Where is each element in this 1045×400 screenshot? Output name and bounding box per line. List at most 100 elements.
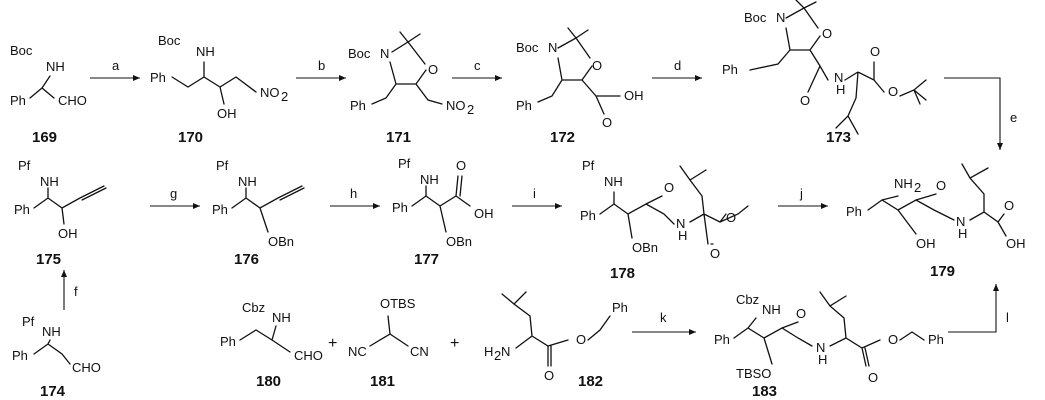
atom-label: Boc	[348, 46, 371, 61]
atom-label: OBn	[632, 240, 658, 255]
atom-label: OH	[474, 206, 494, 221]
compound-175: Pf NH Ph OH 175	[14, 158, 107, 268]
compound-label: 170	[178, 129, 203, 146]
compound-170: Boc NH Ph NO 2 OH 170	[150, 33, 288, 146]
atom-label: O	[456, 158, 466, 173]
atom-label: H	[678, 228, 687, 243]
atom-label: Ph	[220, 334, 236, 349]
atom-label: OH	[916, 236, 936, 251]
compound-177: Pf NH Ph OH O OBn 177	[392, 156, 494, 268]
compound-label: 183	[752, 383, 777, 400]
compound-178: Pf NH Ph O N H O O OBn 178	[580, 158, 749, 282]
atom-label: N	[956, 214, 965, 229]
atom-label: NH	[272, 310, 291, 325]
compound-label: 175	[36, 251, 61, 268]
atom-label: NH	[604, 174, 623, 189]
compound-label: 172	[550, 129, 575, 146]
compound-173: Boc N O Ph O N H O O 173	[722, 0, 927, 146]
step-label: c	[474, 58, 481, 73]
compound-label: 178	[610, 265, 635, 282]
atom-label: O	[602, 115, 612, 130]
compound-label: 180	[256, 373, 281, 390]
atom-label: Ph	[722, 62, 738, 77]
atom-label: O	[544, 368, 554, 383]
step-arrow	[948, 284, 999, 333]
step-label: e	[1010, 110, 1017, 125]
atom-label: NH	[46, 59, 65, 74]
atom-label: Boc	[10, 43, 33, 58]
atom-label: Ph	[846, 204, 862, 219]
atom-label: O	[710, 246, 720, 261]
atom-label: N	[816, 340, 825, 355]
atom-label: O	[800, 93, 810, 108]
atom-label: N	[676, 216, 685, 231]
atom-label: O	[888, 84, 898, 99]
atom-label: Ph	[14, 202, 30, 217]
compound-label: 174	[40, 383, 66, 400]
atom-label: CN	[410, 344, 429, 359]
atom-label: NC	[348, 344, 367, 359]
atom-label: Pf	[22, 314, 35, 329]
compound-172: Boc N O Ph OH O 172	[516, 27, 644, 146]
atom-label: OH	[58, 226, 78, 241]
atom-label: N	[834, 70, 843, 85]
atom-label: Boc	[516, 40, 539, 55]
atom-label: N	[548, 40, 557, 55]
atom-label: Pf	[216, 158, 229, 173]
compound-label: 173	[826, 129, 851, 146]
atom-label: O	[870, 44, 880, 59]
atom-label: Ph	[10, 93, 26, 108]
compound-171: Boc N O Ph NO 2 171	[348, 31, 474, 146]
atom-label: Boc	[744, 10, 767, 25]
atom-label: OH	[1006, 236, 1026, 251]
atom-label: Pf	[18, 158, 31, 173]
plus-sign: +	[450, 335, 459, 352]
compound-179: NH 2 Ph O N H OH O OH 179	[846, 163, 1026, 280]
atom-label: O	[592, 58, 602, 73]
atom-label: Ph	[392, 200, 408, 215]
atom-label: O	[1004, 198, 1014, 213]
step-arrow	[944, 77, 1003, 150]
atom-label: O	[664, 180, 674, 195]
step-label: b	[318, 58, 325, 73]
atom-label: O	[868, 370, 878, 385]
atom-label: NH	[238, 174, 257, 189]
compound-label: 182	[578, 373, 603, 390]
atom-label: O	[888, 332, 898, 347]
atom-label: Ph	[580, 208, 596, 223]
atom-label: TBSO	[736, 366, 771, 381]
atom-label: NH	[894, 176, 913, 191]
atom-subscript: 2	[281, 89, 288, 104]
atom-label: Pf	[398, 156, 411, 171]
atom-subscript: 2	[494, 348, 501, 363]
atom-label: Ph	[212, 202, 228, 217]
atom-label: Ph	[714, 332, 730, 347]
atom-label: Ph	[12, 348, 28, 363]
atom-label: Pf	[582, 158, 595, 173]
atom-label: O	[822, 26, 832, 41]
atom-label: CHO	[294, 348, 323, 363]
atom-label: Ph	[350, 98, 366, 113]
atom-label: Ph	[150, 70, 166, 85]
atom-label: OBn	[446, 234, 472, 249]
atom-label: O	[576, 332, 586, 347]
atom-label: Cbz	[242, 300, 265, 315]
compound-181: OTBS NC CN 181	[348, 296, 429, 390]
atom-label: Ph	[928, 332, 944, 347]
compound-180: Cbz NH Ph CHO 180	[220, 300, 323, 390]
atom-subscript: 2	[914, 180, 921, 195]
step-label: l	[1006, 310, 1009, 325]
step-label: f	[74, 284, 78, 299]
compound-174: Pf NH Ph CHO 174	[12, 314, 101, 400]
atom-label: Cbz	[736, 292, 759, 307]
atom-label: NH	[42, 324, 61, 339]
step-label: g	[170, 186, 177, 201]
atom-label: N	[501, 344, 510, 359]
atom-label: Ph	[612, 300, 628, 315]
compound-182: H 2 N O O Ph 182	[484, 291, 628, 390]
step-label: h	[350, 186, 357, 201]
atom-label: O	[428, 62, 438, 77]
compound-label: 177	[414, 251, 439, 268]
atom-label: CHO	[58, 93, 87, 108]
